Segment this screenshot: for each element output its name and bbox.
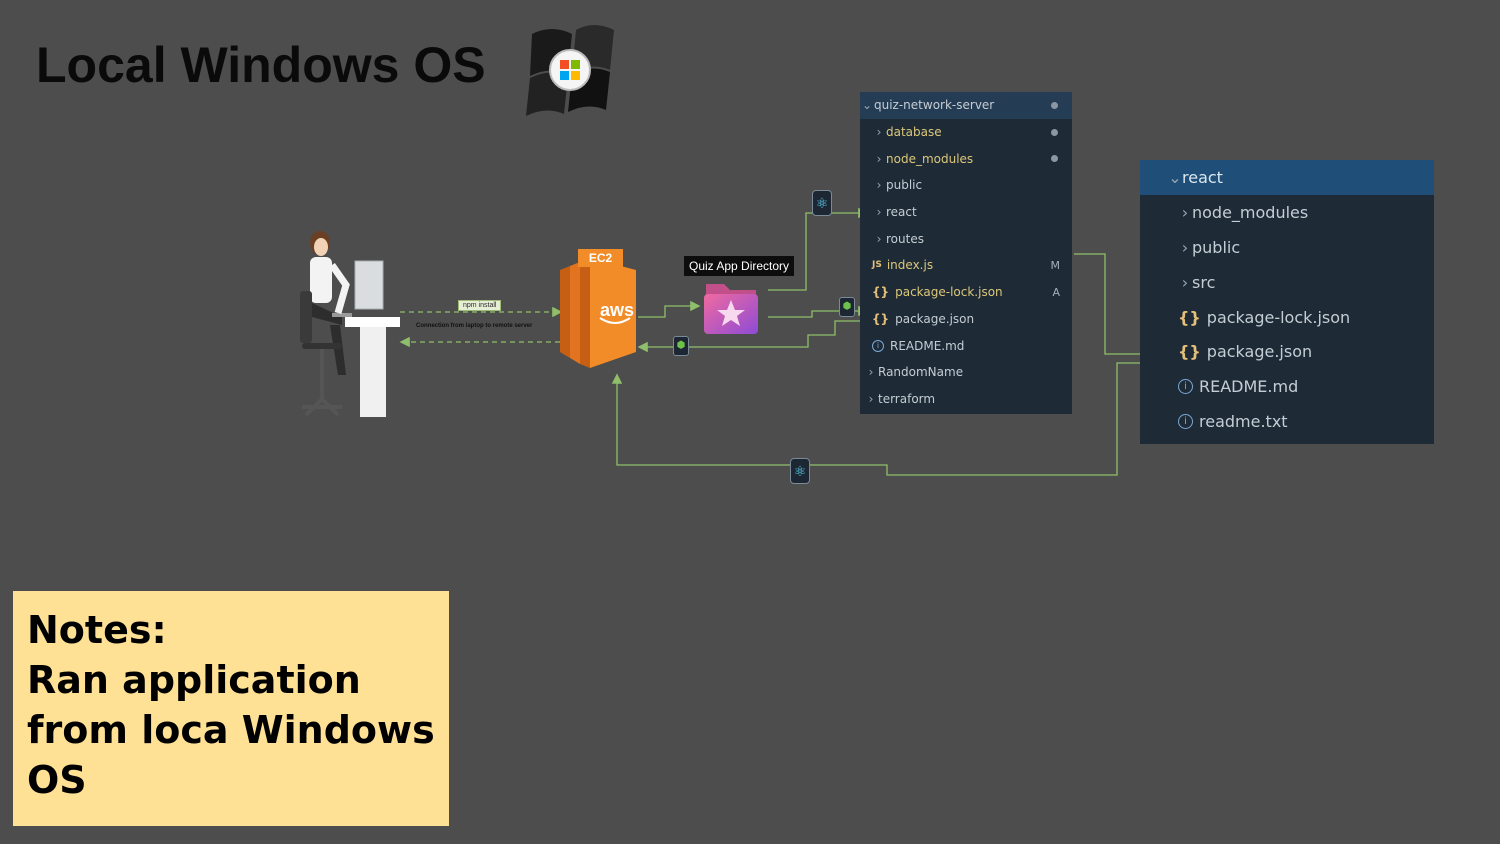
chevron-right-icon: › — [1181, 202, 1189, 222]
ec2-label: EC2 — [578, 249, 623, 267]
notes-line: OS — [27, 758, 87, 802]
chevron-right-icon: › — [876, 205, 882, 220]
explorer-item-react[interactable]: › react — [860, 199, 1072, 226]
aws-logo-text: aws — [600, 300, 635, 320]
page-title: Local Windows OS — [36, 37, 486, 93]
explorer-item-label: public — [1192, 237, 1241, 257]
notes-line: Notes: — [27, 608, 167, 652]
developer-at-desk-illustration — [300, 231, 400, 417]
json-file-icon: {} — [1178, 342, 1201, 362]
status-dot — [1051, 128, 1058, 136]
json-file-icon: {} — [872, 285, 890, 300]
explorer-item-label: RandomName — [878, 365, 964, 380]
explorer-item-routes[interactable]: › routes — [860, 225, 1072, 252]
explorer-item-src[interactable]: › src — [1140, 265, 1434, 300]
react-icon: ⚛ — [812, 190, 832, 216]
explorer-item-label: package-lock.json — [1206, 307, 1351, 327]
chevron-right-icon: › — [876, 151, 882, 166]
ec2-to-folder-line — [638, 300, 701, 318]
explorer-item-label: terraform — [878, 391, 936, 406]
json-file-icon: {} — [1178, 307, 1201, 327]
nodejs-icon: ⬢ — [673, 336, 689, 356]
chevron-down-icon: ⌄ — [861, 98, 873, 113]
explorer-item-label: node_modules — [1192, 202, 1309, 222]
aws-ec2-icon — [560, 258, 636, 368]
status-dot — [1051, 101, 1058, 109]
explorer-item-label: src — [1192, 272, 1216, 292]
explorer-root-quiz-network-server[interactable]: ⌄ quiz-network-server — [860, 92, 1072, 119]
explorer-item-label: react — [886, 205, 917, 220]
explorer-root-label: quiz-network-server — [874, 98, 995, 113]
chevron-right-icon: › — [868, 391, 874, 406]
explorer-item-label: database — [886, 125, 942, 140]
windows-logo — [526, 25, 614, 116]
explorer-item-label: readme.txt — [1199, 412, 1288, 432]
info-icon: i — [872, 339, 884, 352]
explorer-item-package-lock-json[interactable]: {} package-lock.json — [1140, 300, 1434, 335]
npm-install-pill: npm install — [458, 300, 502, 311]
notes-line: from loca Windows — [27, 708, 435, 752]
explorer-item-node-modules[interactable]: › node_modules — [860, 145, 1072, 172]
git-status-badge: M — [1050, 258, 1061, 272]
explorer-item-label: package.json — [895, 311, 975, 326]
explorer-item-package-json[interactable]: {} package.json — [1140, 334, 1434, 369]
server-file-explorer: ⌄ quiz-network-server › database › node_… — [860, 92, 1072, 414]
explorer-item-label: package.json — [1206, 342, 1313, 362]
explorer-item-label: README.md — [890, 338, 965, 353]
chevron-right-icon: › — [868, 365, 874, 380]
chevron-right-icon: › — [876, 231, 882, 246]
explorer-item-package-lock-json[interactable]: {} package-lock.json A — [860, 279, 1072, 306]
explorer-item-readme-txt[interactable]: i readme.txt — [1140, 404, 1434, 439]
nodejs-icon: ⬢ — [839, 297, 855, 317]
explorer-item-public[interactable]: › public — [860, 172, 1072, 199]
notes-box: Notes: Ran application from loca Windows… — [13, 591, 449, 826]
explorer-item-label: public — [886, 178, 923, 193]
chevron-down-icon: ⌄ — [1168, 167, 1182, 187]
explorer-item-index-js[interactable]: JS index.js M — [860, 252, 1072, 279]
explorer-item-label: index.js — [886, 258, 934, 273]
react-file-explorer: ⌄ react › node_modules › public › src {}… — [1140, 160, 1434, 444]
chevron-right-icon: › — [1181, 272, 1189, 292]
explorer-item-randomname[interactable]: › RandomName — [860, 359, 1072, 386]
git-status-badge: A — [1052, 285, 1060, 299]
explorer-item-readme-md[interactable]: i README.md — [1140, 369, 1434, 404]
javascript-file-icon: JS — [872, 260, 882, 271]
chevron-right-icon: › — [876, 178, 882, 193]
indexjs-to-react-packagejson-line — [1074, 253, 1175, 360]
explorer-item-database[interactable]: › database — [860, 119, 1072, 146]
explorer-item-public[interactable]: › public — [1140, 230, 1434, 265]
react-to-ec2-loop-line — [611, 362, 1174, 476]
folder-to-react-line — [768, 207, 869, 291]
explorer-root-label: react — [1182, 167, 1223, 187]
explorer-root-react[interactable]: ⌄ react — [1140, 160, 1434, 195]
info-icon: i — [1178, 379, 1193, 395]
folder-icon — [704, 284, 758, 334]
notes-line: Ran application — [27, 658, 361, 702]
explorer-item-label: README.md — [1199, 377, 1299, 397]
explorer-item-package-json[interactable]: {} package.json — [860, 306, 1072, 333]
explorer-item-node-modules[interactable]: › node_modules — [1140, 195, 1434, 230]
status-dot — [1051, 155, 1058, 163]
explorer-item-terraform[interactable]: › terraform — [860, 386, 1072, 413]
chevron-right-icon: › — [1181, 237, 1189, 257]
json-file-icon: {} — [872, 311, 890, 326]
explorer-item-readme-md[interactable]: i README.md — [860, 332, 1072, 359]
chevron-right-icon: › — [876, 125, 882, 140]
explorer-item-label: node_modules — [886, 151, 974, 166]
quiz-app-directory-label: Quiz App Directory — [684, 256, 795, 276]
explorer-item-label: package-lock.json — [895, 285, 1003, 300]
connection-caption: Connection from laptop to remote server — [416, 323, 533, 329]
readme-to-ec2-line — [637, 320, 866, 353]
react-icon: ⚛ — [790, 458, 810, 484]
explorer-item-label: routes — [886, 231, 924, 246]
info-icon: i — [1178, 414, 1193, 430]
